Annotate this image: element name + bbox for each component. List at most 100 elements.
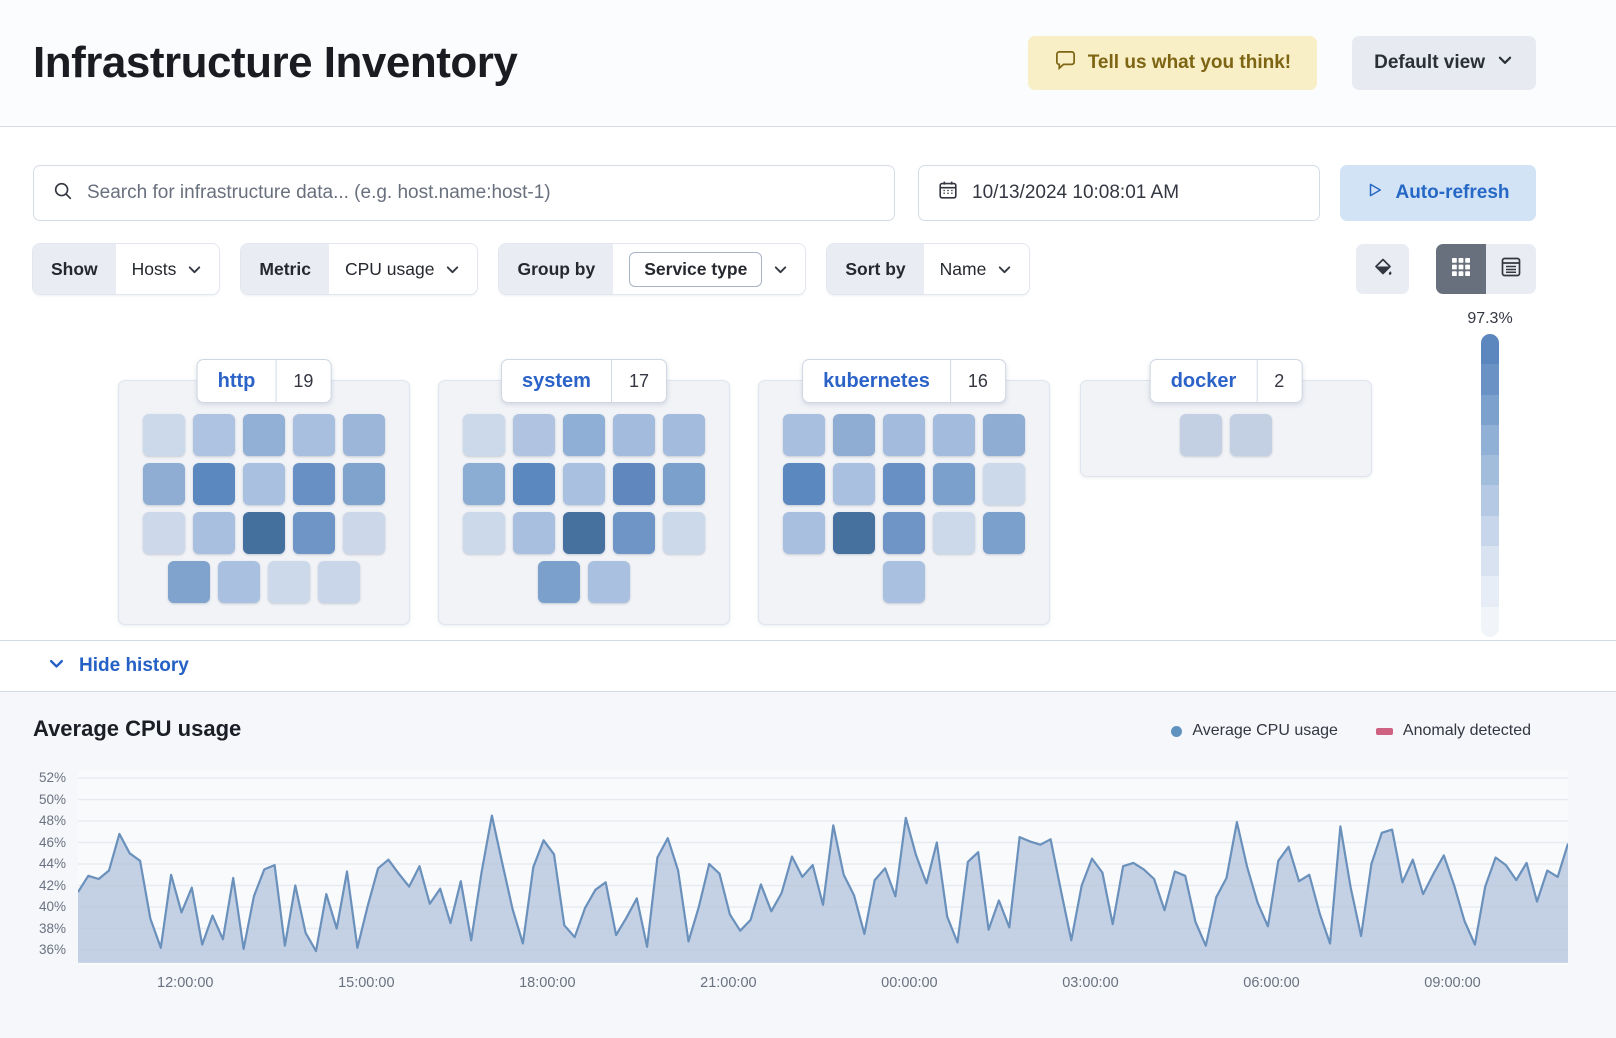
group-count: 19 <box>293 370 314 391</box>
host-tile[interactable] <box>883 512 925 554</box>
group-name-link[interactable]: http <box>217 369 256 392</box>
host-tile[interactable] <box>1230 414 1272 456</box>
sort-by-control[interactable]: Sort by Name <box>827 244 1030 294</box>
host-tile[interactable] <box>663 512 705 554</box>
host-tile[interactable] <box>833 463 875 505</box>
host-tile[interactable] <box>343 463 385 505</box>
host-tile[interactable] <box>983 463 1025 505</box>
group-by-value[interactable]: Service type <box>629 251 763 287</box>
host-tile[interactable] <box>563 414 605 456</box>
x-tick-label: 12:00:00 <box>157 975 214 991</box>
chevron-down-icon <box>189 265 201 273</box>
color-palette-button[interactable] <box>1356 244 1409 294</box>
host-tile[interactable] <box>143 414 185 456</box>
host-tile[interactable] <box>663 414 705 456</box>
filters-row: Show Hosts Metric CPU usage Group by Ser… <box>33 244 1536 294</box>
host-tile[interactable] <box>883 414 925 456</box>
host-tile[interactable] <box>513 463 555 505</box>
host-tile[interactable] <box>293 512 335 554</box>
host-tile[interactable] <box>463 463 505 505</box>
group-by-control[interactable]: Group by Service type <box>499 244 806 294</box>
host-tile[interactable] <box>168 561 210 603</box>
cpu-usage-area-chart[interactable] <box>78 770 1568 965</box>
feedback-button[interactable]: Tell us what you think! <box>1027 36 1318 90</box>
auto-refresh-button[interactable]: Auto-refresh <box>1340 165 1536 221</box>
color-scale-legend: 97.3% 0% <box>1459 308 1521 663</box>
host-tile[interactable] <box>318 561 360 603</box>
tiles-grid <box>759 381 1049 603</box>
legend-item-anomaly[interactable]: Anomaly detected <box>1375 722 1531 740</box>
legend-item-avg-cpu[interactable]: Average CPU usage <box>1171 722 1338 740</box>
hide-history-label: Hide history <box>79 655 189 676</box>
play-icon <box>1366 181 1384 205</box>
group-name-link[interactable]: kubernetes <box>823 369 930 392</box>
host-tile[interactable] <box>513 512 555 554</box>
host-tile[interactable] <box>243 414 285 456</box>
host-tile[interactable] <box>143 512 185 554</box>
y-tick-label: 36% <box>38 942 66 957</box>
host-tile[interactable] <box>193 463 235 505</box>
host-tile[interactable] <box>783 463 825 505</box>
pill-divider <box>949 360 951 402</box>
host-tile[interactable] <box>933 512 975 554</box>
y-tick-label: 48% <box>38 813 66 828</box>
table-view-button[interactable] <box>1486 244 1536 294</box>
host-tile[interactable] <box>783 512 825 554</box>
host-tile[interactable] <box>218 561 260 603</box>
host-tile[interactable] <box>343 414 385 456</box>
show-control[interactable]: Show Hosts <box>33 244 220 294</box>
host-tile[interactable] <box>563 512 605 554</box>
host-tile[interactable] <box>193 414 235 456</box>
host-tile[interactable] <box>588 561 630 603</box>
group-box-docker: docker 2 <box>1080 359 1372 477</box>
host-tile[interactable] <box>883 463 925 505</box>
view-selector-button[interactable]: Default view <box>1352 36 1536 90</box>
view-toggles <box>1356 244 1536 294</box>
date-picker[interactable]: 10/13/2024 10:08:01 AM <box>918 165 1320 221</box>
legend-dash-icon <box>1375 727 1393 735</box>
host-tile[interactable] <box>983 512 1025 554</box>
host-tile[interactable] <box>143 463 185 505</box>
host-tile[interactable] <box>933 463 975 505</box>
tiles-grid <box>439 381 729 603</box>
grid-view-button[interactable] <box>1436 244 1486 294</box>
group-box-http: http 19 <box>118 359 410 625</box>
host-tile[interactable] <box>833 414 875 456</box>
host-tile[interactable] <box>613 463 655 505</box>
host-tile[interactable] <box>613 512 655 554</box>
host-tile[interactable] <box>613 414 655 456</box>
host-tile[interactable] <box>293 414 335 456</box>
host-tile[interactable] <box>193 512 235 554</box>
host-tile[interactable] <box>463 414 505 456</box>
host-tile[interactable] <box>343 512 385 554</box>
host-tile[interactable] <box>983 414 1025 456</box>
host-tile[interactable] <box>463 512 505 554</box>
group-name-link[interactable]: system <box>522 369 591 392</box>
group-name-link[interactable]: docker <box>1170 369 1237 392</box>
host-tile[interactable] <box>293 463 335 505</box>
host-tile[interactable] <box>783 414 825 456</box>
metric-control[interactable]: Metric CPU usage <box>241 244 478 294</box>
host-tile[interactable] <box>563 463 605 505</box>
host-tile[interactable] <box>243 512 285 554</box>
chart-legend: Average CPU usage Anomaly detected <box>1171 722 1531 740</box>
host-tile[interactable] <box>1180 414 1222 456</box>
group-count: 2 <box>1274 370 1285 391</box>
host-tile[interactable] <box>243 463 285 505</box>
search-input[interactable] <box>87 182 876 204</box>
y-tick-label: 50% <box>38 791 66 807</box>
host-tile[interactable] <box>663 463 705 505</box>
search-box[interactable] <box>33 165 895 221</box>
host-tile[interactable] <box>883 561 925 603</box>
host-tile[interactable] <box>513 414 555 456</box>
sort-by-label: Sort by <box>827 244 924 294</box>
host-tile[interactable] <box>268 561 310 603</box>
y-tick-label: 44% <box>38 856 66 871</box>
auto-refresh-label: Auto-refresh <box>1395 182 1510 203</box>
x-tick-label: 15:00:00 <box>338 975 395 991</box>
host-tile[interactable] <box>833 512 875 554</box>
chevron-down-icon <box>47 654 66 679</box>
host-tile[interactable] <box>933 414 975 456</box>
host-tile[interactable] <box>538 561 580 603</box>
hide-history-toggle[interactable]: Hide history <box>0 640 1616 692</box>
